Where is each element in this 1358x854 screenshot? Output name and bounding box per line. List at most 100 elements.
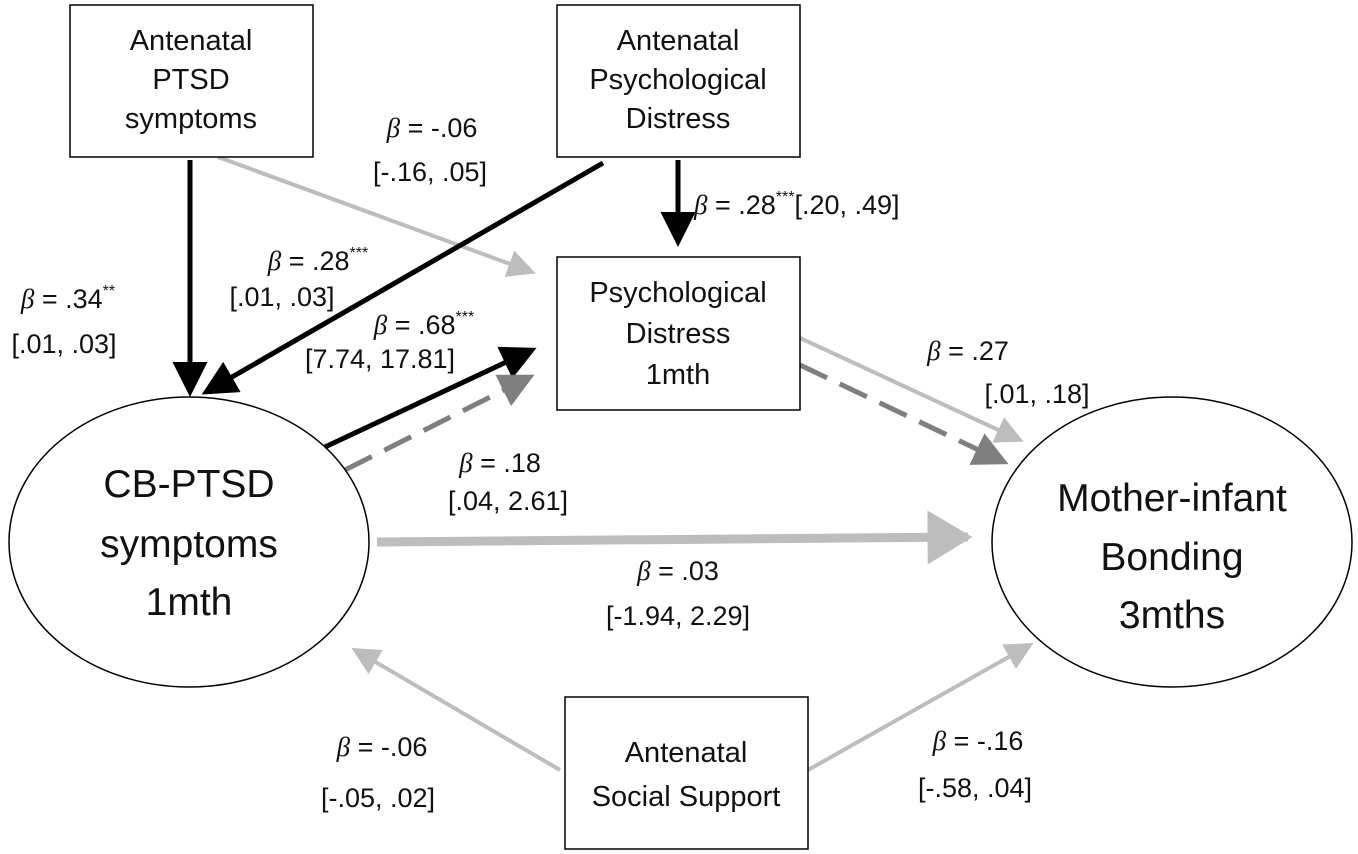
node-label-line: 1mth [646, 359, 710, 391]
beta-value: = .28 [281, 246, 349, 276]
beta-symbol: β [693, 190, 708, 220]
label-cbptsd-to-bonding: β = .03 [-1.94, 2.29] [606, 556, 750, 631]
label-support-to-cbptsd: β = -.06 [-.05, .02] [321, 732, 435, 813]
node-label-line: Social Support [592, 781, 781, 813]
label-cbptsd-to-distress: β = .68*** [7.74, 17.81] [305, 309, 474, 374]
confidence-interval: [-.58, .04] [918, 773, 1032, 803]
confidence-interval: [.20, .49] [794, 190, 899, 220]
svg-text:β = -.06: β = -.06 [386, 113, 478, 143]
beta-value: = .27 [941, 336, 1009, 366]
node-cbptsd-1mth: CB-PTSD symptoms 1mth [8, 396, 370, 688]
node-label-line: 1mth [146, 581, 233, 624]
beta-value: = -.06 [400, 113, 477, 143]
svg-text:Social Support: Social Support [592, 781, 781, 813]
node-label-line: PTSD [152, 64, 229, 96]
svg-text:3mths: 3mths [1119, 594, 1225, 637]
edge-antdistress-to-cbptsd [201, 160, 605, 395]
svg-text:CB-PTSD: CB-PTSD [103, 463, 274, 506]
confidence-interval: [7.74, 17.81] [305, 344, 455, 374]
beta-symbol: β [373, 310, 388, 340]
beta-value: = .03 [651, 556, 719, 586]
beta-symbol: β [926, 336, 941, 366]
edge-distress-to-bonding [799, 336, 1024, 443]
edge-cbptsd-to-bonding [376, 510, 973, 565]
edge-support-to-cbptsd [351, 647, 562, 772]
beta-value: = .18 [473, 448, 541, 478]
svg-text:β = .28***: β = .28*** [267, 245, 368, 276]
node-distress-1mth: Psychological Distress 1mth [556, 256, 801, 411]
confidence-interval: [-.05, .02] [321, 783, 435, 813]
node-label-line: Distress [626, 318, 731, 350]
beta-value: = -.16 [946, 726, 1023, 756]
edge-cbptsd-to-distress-dashed [343, 374, 535, 473]
node-label-line: Bonding [1100, 536, 1243, 579]
confidence-interval: [-1.94, 2.29] [606, 601, 750, 631]
svg-text:symptoms: symptoms [100, 523, 278, 566]
node-label-line: symptoms [100, 523, 278, 566]
confidence-interval: [.01, .18] [984, 379, 1089, 409]
beta-symbol: β [932, 726, 947, 756]
significance-stars: *** [456, 309, 475, 326]
label-cbptsd-to-distress-dashed: β = .18 [.04, 2.61] [448, 448, 568, 516]
confidence-interval: [.01, .03] [11, 329, 116, 359]
svg-text:Psychological: Psychological [589, 277, 766, 309]
node-label-line: 3mths [1119, 594, 1225, 637]
svg-text:Antenatal: Antenatal [625, 737, 748, 769]
node-label-line: Psychological [589, 277, 766, 309]
svg-text:Bonding: Bonding [1100, 536, 1243, 579]
node-label-line: symptoms [125, 103, 257, 135]
label-antdistress-to-cbptsd: β = .28*** [.01, .03] [229, 245, 368, 312]
beta-symbol: β [636, 556, 651, 586]
beta-value: = .68 [387, 310, 455, 340]
label-distress-to-bonding: β = .27 [.01, .18] [926, 336, 1089, 409]
svg-text:β = -.16: β = -.16 [932, 726, 1024, 756]
svg-text:β = .18: β = .18 [458, 448, 541, 478]
edge-distress-to-bonding-dashed [798, 362, 1009, 465]
svg-text:Mother-infant: Mother-infant [1057, 477, 1287, 520]
svg-text:β = .28***[.20, .49]: β = .28***[.20, .49] [693, 189, 900, 220]
node-label-line: Antenatal [130, 25, 253, 57]
beta-value: = .28 [707, 190, 775, 220]
svg-text:Distress: Distress [626, 103, 731, 135]
svg-text:β = -.06: β = -.06 [336, 732, 428, 762]
node-label-line: Mother-infant [1057, 477, 1287, 520]
beta-symbol: β [458, 448, 473, 478]
significance-stars: *** [776, 189, 795, 206]
label-ptsd-to-distress: β = -.06 [-.16, .05] [373, 113, 487, 187]
svg-text:β = .27: β = .27 [926, 336, 1009, 366]
node-label-line: CB-PTSD [103, 463, 274, 506]
edge-support-to-bonding [807, 643, 1034, 772]
label-antdistress-to-distress: β = .28***[.20, .49] [693, 189, 900, 220]
svg-text:β = .68***: β = .68*** [373, 309, 474, 340]
svg-text:Distress: Distress [626, 318, 731, 350]
label-ptsd-to-cbptsd: β = .34** [.01, .03] [11, 283, 116, 359]
edge-cbptsd-to-distress [323, 346, 537, 450]
edge-ptsd-to-distress [217, 155, 536, 277]
node-label-line: Antenatal [625, 737, 748, 769]
node-bonding-3mths: Mother-infant Bonding 3mths [991, 396, 1353, 688]
svg-text:Antenatal: Antenatal [617, 25, 740, 57]
node-antenatal-distress: Antenatal Psychological Distress [556, 4, 801, 158]
svg-text:1mth: 1mth [646, 359, 710, 391]
node-antenatal-ptsd: Antenatal PTSD symptoms [69, 4, 314, 158]
svg-text:Antenatal: Antenatal [130, 25, 253, 57]
node-label-line: Distress [626, 103, 731, 135]
beta-value: = .34 [34, 284, 102, 314]
significance-stars: ** [103, 283, 115, 300]
svg-text:PTSD: PTSD [152, 64, 229, 96]
confidence-interval: [.01, .03] [229, 282, 334, 312]
node-label-line: Psychological [589, 64, 766, 96]
confidence-interval: [.04, 2.61] [448, 486, 568, 516]
significance-stars: *** [350, 245, 369, 262]
beta-value: = -.06 [350, 732, 427, 762]
beta-symbol: β [336, 732, 351, 762]
confidence-interval: [-.16, .05] [373, 157, 487, 187]
beta-symbol: β [267, 246, 282, 276]
node-label-line: Antenatal [617, 25, 740, 57]
label-support-to-bonding: β = -.16 [-.58, .04] [918, 726, 1032, 803]
svg-text:Psychological: Psychological [589, 64, 766, 96]
beta-symbol: β [20, 284, 35, 314]
svg-text:β = .34**: β = .34** [20, 283, 115, 314]
svg-text:β = .03: β = .03 [636, 556, 719, 586]
